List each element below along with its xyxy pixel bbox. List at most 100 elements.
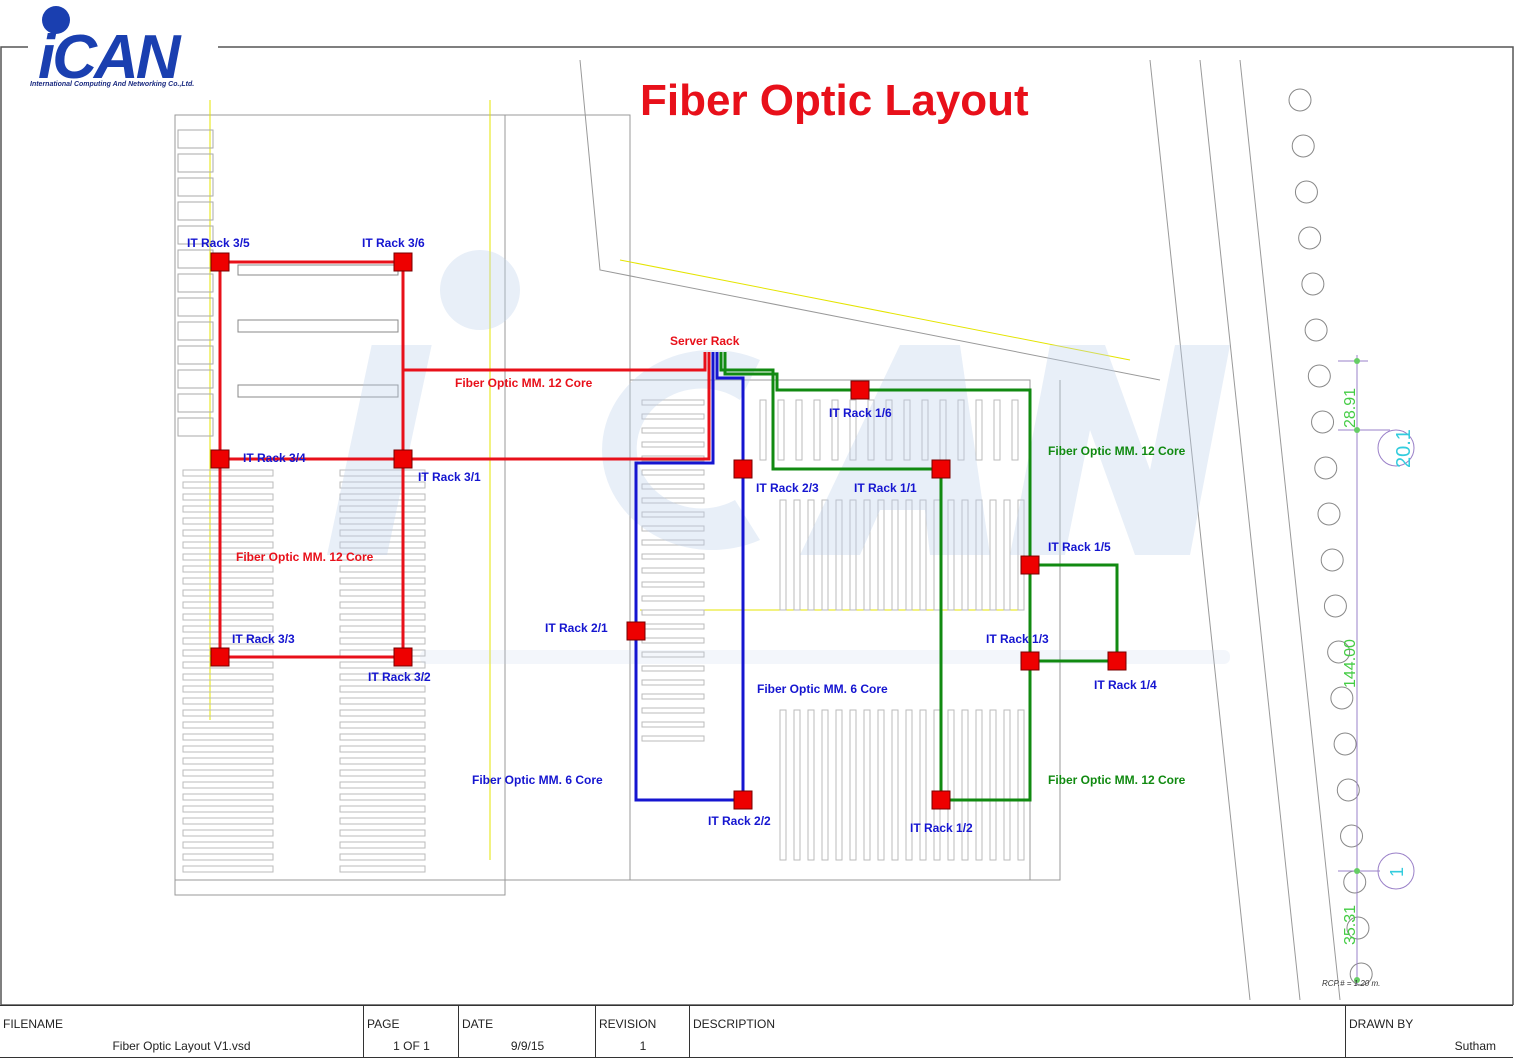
plan-shape	[641, 567, 705, 574]
plan-shape	[177, 345, 214, 365]
date-label: DATE	[462, 1017, 494, 1031]
plan-shape	[182, 601, 274, 609]
plan-shape	[641, 665, 705, 672]
plan-shape	[182, 709, 274, 717]
plan-shape	[957, 399, 965, 461]
rack-label-3-6: IT Rack 3/6	[362, 236, 425, 250]
tree-symbol	[1291, 134, 1315, 158]
plan-shape	[339, 685, 426, 693]
plan-shape	[182, 793, 274, 801]
plan-shape	[339, 853, 426, 861]
plan-shape	[177, 393, 214, 413]
plan-shape	[863, 709, 871, 861]
plan-shape	[339, 637, 426, 645]
plan-shape	[182, 565, 274, 573]
plan-shape	[961, 709, 969, 861]
cable-label-blue-mid: Fiber Optic MM. 6 Core	[757, 682, 888, 696]
plan-shape	[339, 505, 426, 513]
dimension-28-91: 28.91	[1342, 388, 1359, 428]
plan-shape	[779, 499, 787, 611]
ican-logo: iCAN International Computing And Network…	[28, 4, 218, 94]
page-value: 1 OF 1	[393, 1039, 430, 1053]
plan-shape	[182, 865, 274, 873]
plan-shape	[339, 661, 426, 669]
filename-label: FILENAME	[3, 1017, 64, 1031]
plan-shape	[641, 553, 705, 560]
plan-shape	[339, 769, 426, 777]
plan-shape	[339, 829, 426, 837]
plan-shape	[339, 733, 426, 741]
plan-line	[175, 380, 1061, 881]
plan-shape	[339, 865, 426, 873]
plan-shape	[777, 399, 785, 461]
plan-shape	[641, 441, 705, 448]
description-cell: DESCRIPTION	[689, 1006, 1346, 1057]
tree-symbol	[1327, 640, 1351, 664]
rack-marker-2-2	[733, 790, 753, 810]
plan-shape	[339, 673, 426, 681]
rack-label-1-5: IT Rack 1/5	[1048, 540, 1111, 554]
dimension-line: 28.91 144.00 35.31 20.1 1 RCP.# = 1.20 m…	[1322, 355, 1415, 988]
watermark-n	[1010, 345, 1230, 555]
rack-label-3-3: IT Rack 3/3	[232, 632, 295, 646]
page-cell: PAGE 1 OF 1	[363, 1006, 459, 1057]
tree-symbol	[1311, 410, 1335, 434]
rack-marker-1-1	[931, 459, 951, 479]
grid-bubble-20-1: 20.1	[1393, 429, 1415, 468]
plan-shape	[891, 709, 899, 861]
plan-shape	[182, 781, 274, 789]
plan-shape	[849, 709, 857, 861]
date-cell: DATE 9/9/15	[458, 1006, 596, 1057]
plan-shape	[237, 319, 399, 333]
rack-marker-3-4	[210, 449, 230, 469]
rack-marker-3-2	[393, 647, 413, 667]
plan-shape	[182, 745, 274, 753]
tree-symbol	[1330, 686, 1354, 710]
tree-symbol	[1314, 456, 1338, 480]
plan-shape	[779, 709, 787, 861]
plan-shape	[177, 153, 214, 173]
plan-shape	[182, 829, 274, 837]
dimension-144: 144.00	[1342, 639, 1359, 688]
plan-shape	[641, 483, 705, 490]
rack-marker-1-2	[931, 790, 951, 810]
rack-label-1-1: IT Rack 1/1	[854, 481, 917, 495]
plan-shape	[182, 529, 274, 537]
plan-shape	[641, 679, 705, 686]
plan-shape	[993, 399, 1001, 461]
plan-shape	[177, 129, 214, 149]
tree-symbol	[1323, 594, 1347, 618]
plan-shape	[641, 497, 705, 504]
drawing-frame	[0, 46, 1514, 1005]
plan-shape	[975, 499, 983, 611]
plan-shape	[182, 841, 274, 849]
rack-marker-3-1	[393, 449, 413, 469]
plan-shape	[641, 525, 705, 532]
tree-symbol	[1307, 364, 1331, 388]
filename-cell: FILENAME Fiber Optic Layout V1.vsd	[0, 1006, 363, 1057]
plan-shape	[182, 493, 274, 501]
logo-tagline: International Computing And Networking C…	[30, 81, 195, 88]
tree-symbol	[1320, 548, 1344, 572]
plan-shape	[1017, 709, 1025, 861]
plan-shape	[339, 541, 426, 549]
plan-shape	[339, 805, 426, 813]
plan-shape	[641, 511, 705, 518]
rack-marker-1-3	[1020, 651, 1040, 671]
plan-shape	[182, 757, 274, 765]
plan-shape	[339, 613, 426, 621]
plan-shape	[947, 499, 955, 611]
plan-shape	[641, 581, 705, 588]
plan-shape	[793, 499, 801, 611]
plan-shape	[339, 553, 426, 561]
drawn-by-value: Sutham	[1454, 1039, 1496, 1053]
cable-label-red-top: Fiber Optic MM. 12 Core	[455, 376, 593, 390]
plan-line	[619, 259, 1131, 361]
watermark-a	[800, 345, 990, 555]
plan-shape	[177, 417, 214, 437]
plan-shape	[849, 399, 857, 461]
plan-shape	[641, 595, 705, 602]
plan-shape	[849, 499, 857, 611]
plan-shape	[641, 693, 705, 700]
plan-line	[1239, 59, 1341, 1001]
